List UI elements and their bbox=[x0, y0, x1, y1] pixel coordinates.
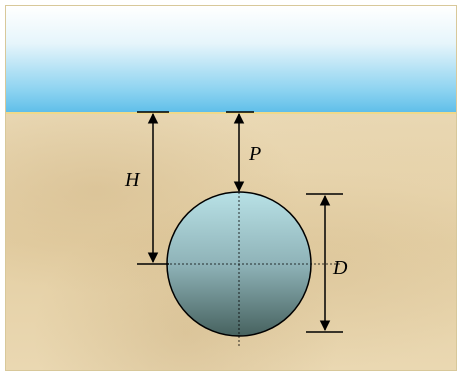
ground-surface-line bbox=[6, 112, 456, 114]
p-label: P bbox=[248, 143, 261, 165]
h-label: H bbox=[124, 169, 141, 191]
d-label: D bbox=[332, 257, 348, 279]
water-layer bbox=[6, 6, 456, 113]
